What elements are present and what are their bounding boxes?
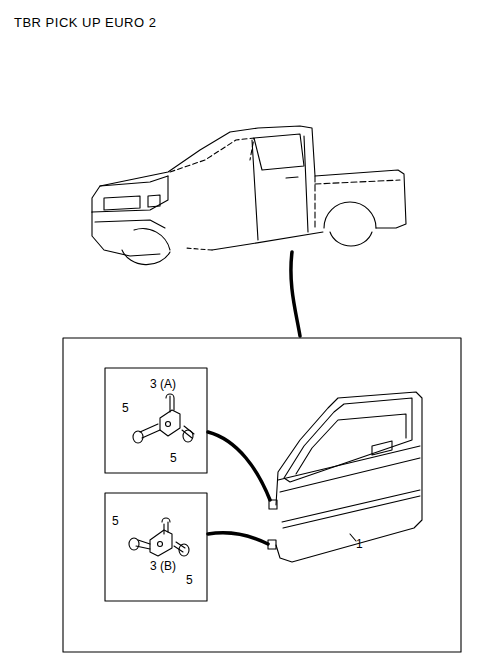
callout-number: 3 (B)	[150, 560, 176, 572]
hinge-b	[129, 518, 189, 556]
callout-number: 3 (A)	[150, 378, 176, 390]
callout-number: 1	[356, 538, 363, 550]
callout-number: 5	[112, 515, 119, 527]
truck-illustration	[92, 126, 406, 265]
callout-number: 5	[170, 452, 177, 464]
leader-line	[291, 252, 300, 336]
door-illustration	[268, 392, 422, 562]
page-title: TBR PICK UP EURO 2	[14, 16, 156, 29]
leader-line	[208, 533, 268, 544]
leader-line	[208, 432, 270, 500]
hinge-a	[133, 394, 194, 443]
inset-frame	[105, 493, 207, 601]
callout-leader	[350, 534, 356, 541]
callout-number: 5	[186, 574, 193, 586]
detail-frame	[63, 338, 461, 652]
callout-number: 5	[122, 402, 129, 414]
inset-frame	[105, 368, 207, 473]
